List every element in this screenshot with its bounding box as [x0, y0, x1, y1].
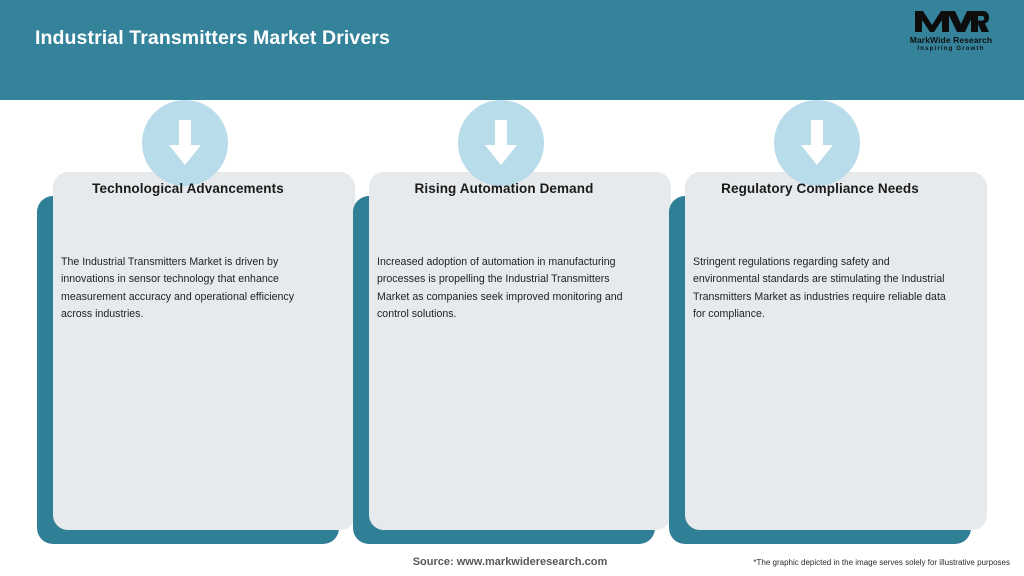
card-title: Regulatory Compliance Needs: [721, 181, 919, 196]
card-description: Stringent regulations regarding safety a…: [693, 256, 946, 321]
card-title: Rising Automation Demand: [414, 181, 594, 196]
card-description: The Industrial Transmitters Market is dr…: [61, 256, 294, 321]
page-header: Industrial Transmitters Market Drivers M…: [0, 0, 1024, 100]
card-surface: [53, 172, 355, 530]
logo-tagline: Inspiring Growth: [917, 46, 985, 52]
card-title: Technological Advancements: [92, 181, 284, 196]
arrow-down-icon: [142, 100, 228, 186]
card-description: Increased adoption of automation in manu…: [377, 256, 623, 321]
driver-card[interactable]: Rising Automation Demand Increased adopt…: [353, 100, 673, 544]
arrow-down-icon: [458, 100, 544, 186]
arrow-down-icon: [774, 100, 860, 186]
logo-mark-icon: [896, 8, 1006, 34]
card-surface: [685, 172, 987, 530]
driver-card[interactable]: Technological Advancements The Industria…: [37, 100, 357, 544]
driver-card-list: Technological Advancements The Industria…: [0, 100, 1024, 544]
page-title: Industrial Transmitters Market Drivers: [35, 27, 390, 49]
card-surface: [369, 172, 671, 530]
source-label: Source: www.markwideresearch.com: [412, 556, 608, 568]
brand-logo: MarkWide Research Inspiring Growth: [896, 8, 1006, 60]
logo-company-name: MarkWide Research: [909, 35, 993, 45]
driver-card[interactable]: Regulatory Compliance Needs Stringent re…: [669, 100, 989, 544]
disclaimer-note: *The graphic depicted in the image serve…: [753, 558, 1010, 567]
